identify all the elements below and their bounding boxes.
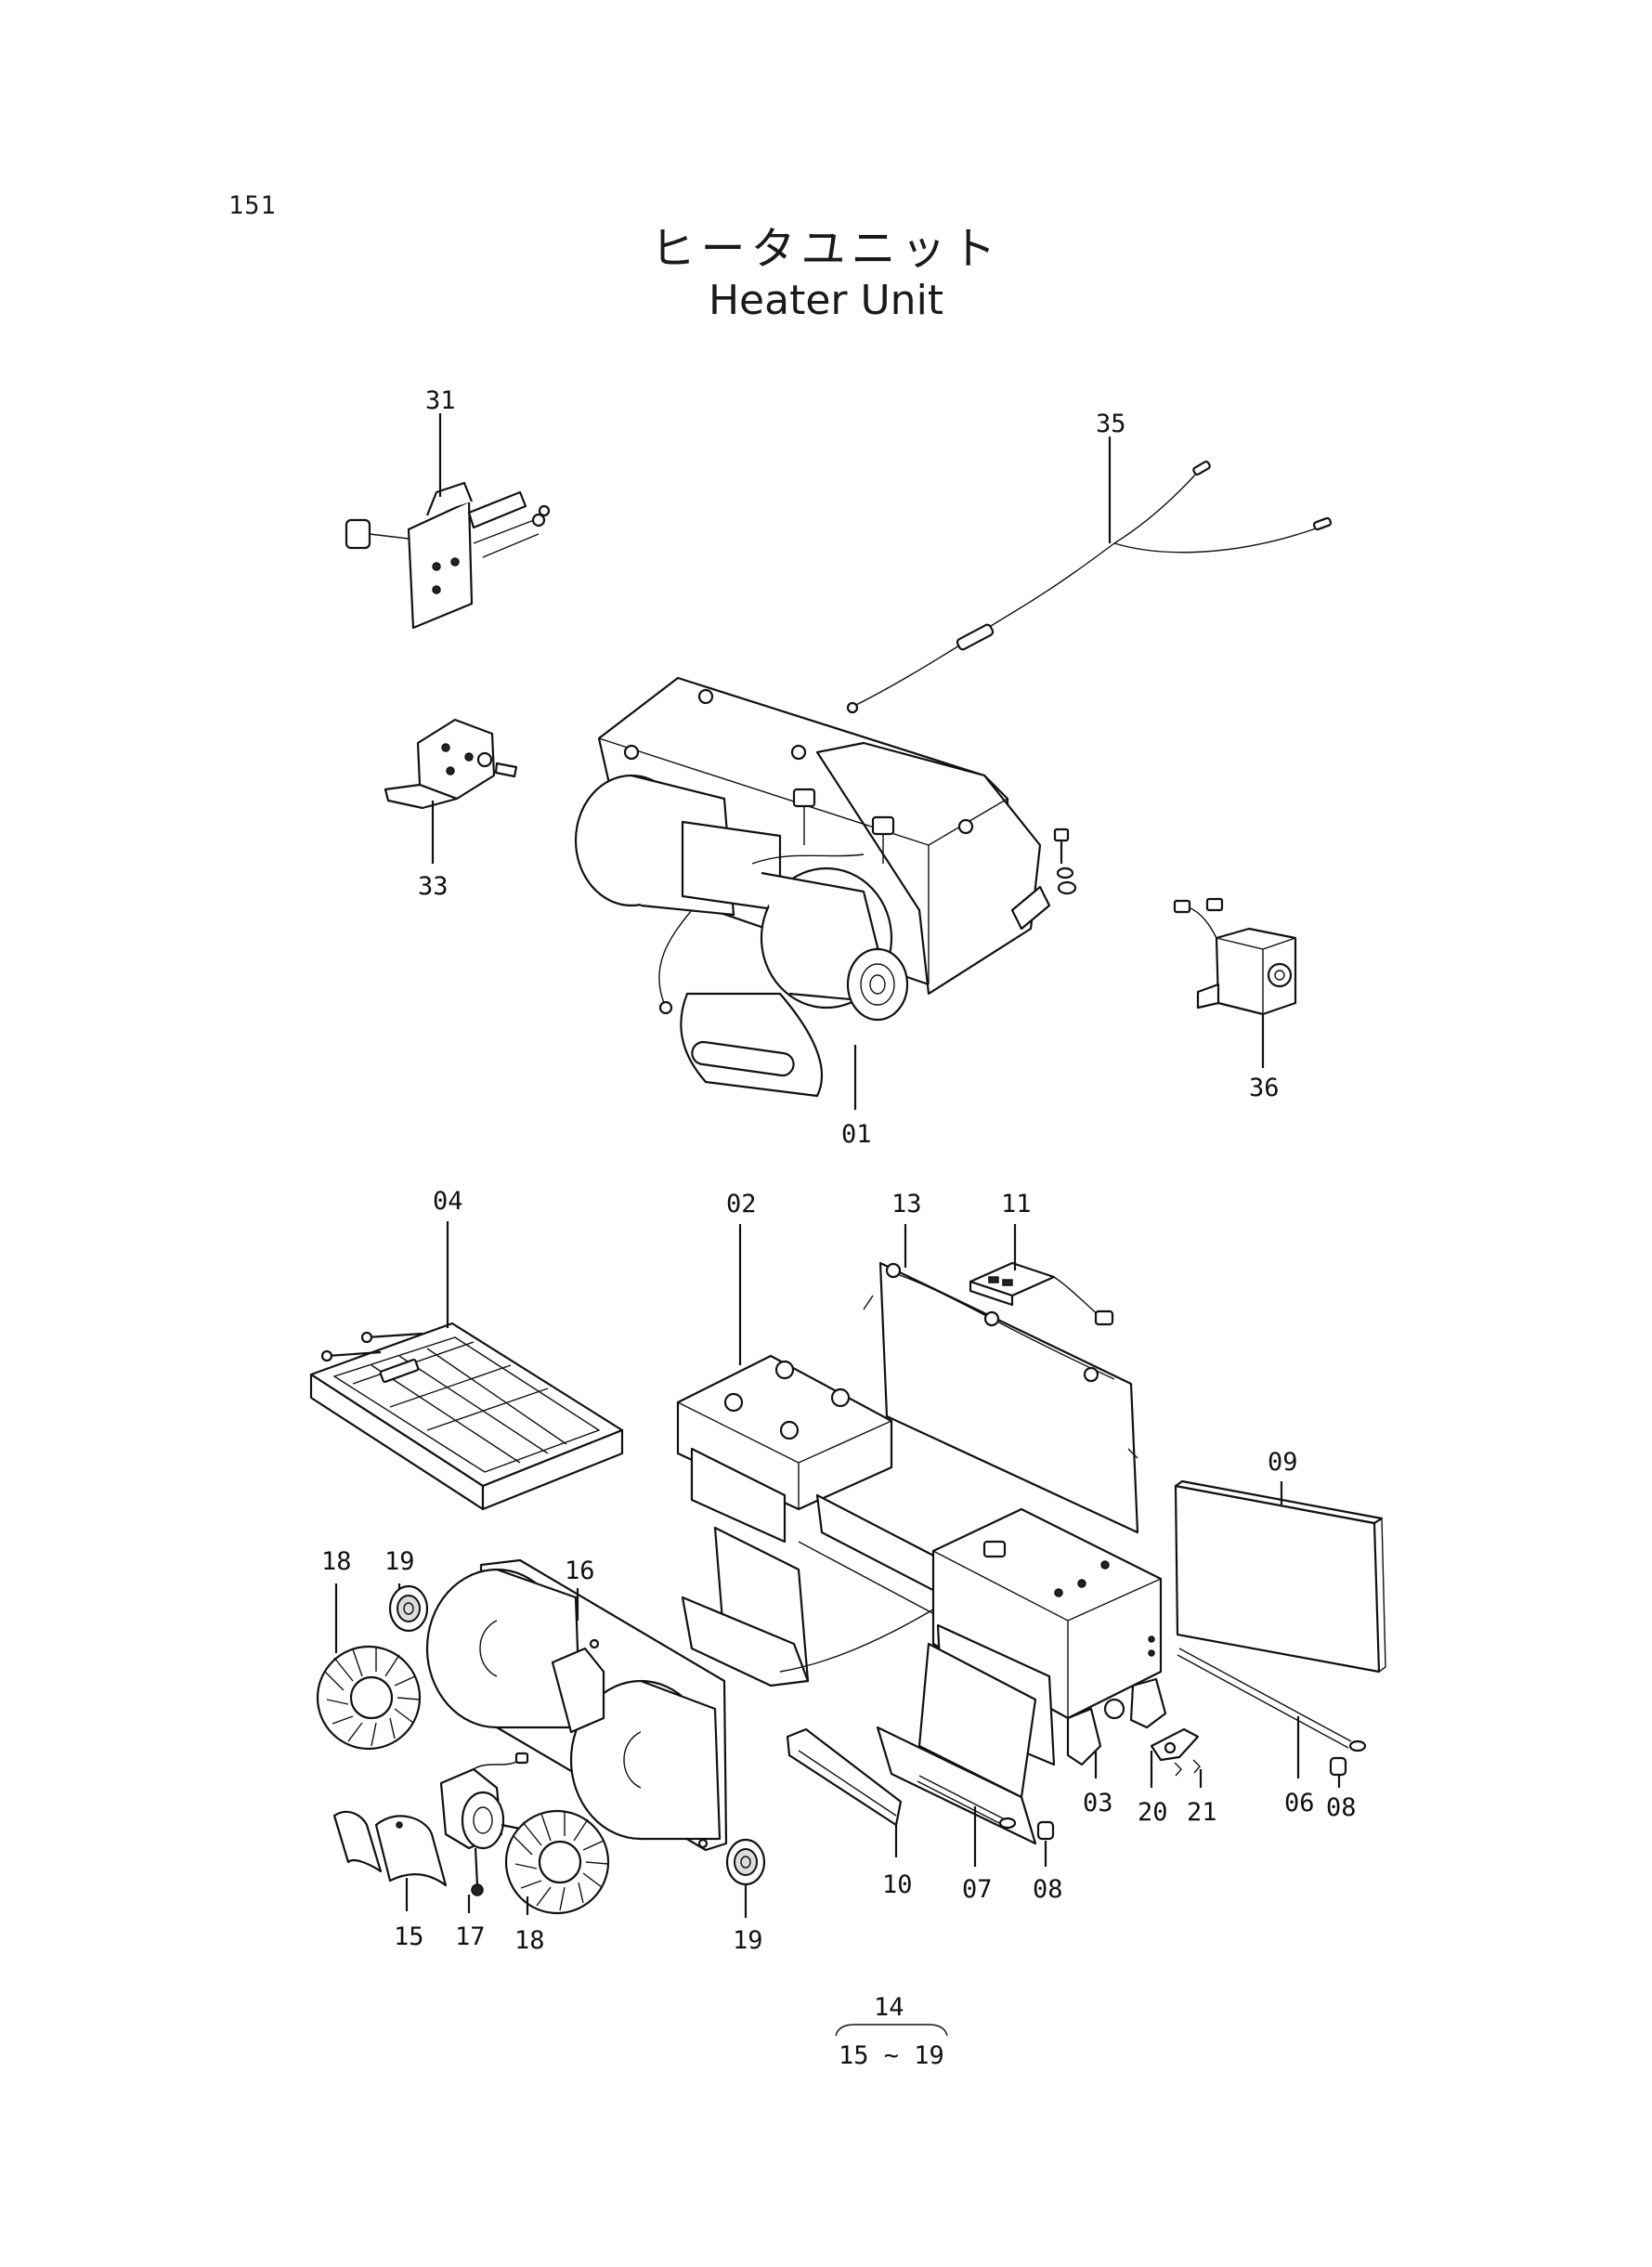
callout-08-center: 08 xyxy=(1033,1875,1063,1904)
part-20-lever xyxy=(1150,1727,1200,1762)
part-10-damper xyxy=(786,1727,903,1827)
callout-06: 06 xyxy=(1284,1789,1315,1818)
part-19-ring-right xyxy=(725,1838,766,1886)
page-title-english: Heater Unit xyxy=(708,277,944,324)
callout-35: 35 xyxy=(1096,410,1126,438)
part-33-mounting-bracket xyxy=(384,718,518,810)
callout-33: 33 xyxy=(418,872,449,901)
assembly-note-range: 15 ~ 19 xyxy=(839,2041,944,2070)
callout-04: 04 xyxy=(433,1187,463,1216)
part-04-heater-core xyxy=(309,1322,624,1511)
part-17-blower-motor xyxy=(439,1752,529,1896)
part-31-bracket xyxy=(345,481,551,630)
part-08-knob-right xyxy=(1329,1756,1347,1777)
callout-18-center: 18 xyxy=(514,1926,545,1955)
part-15-clamp-bands xyxy=(332,1810,448,1887)
callout-15: 15 xyxy=(394,1922,424,1951)
part-01-bolt-washers xyxy=(1053,827,1077,895)
callout-19-left: 19 xyxy=(384,1547,415,1576)
callout-07: 07 xyxy=(962,1875,993,1904)
assembly-note-parent: 14 xyxy=(874,1993,904,2022)
page-title-japanese: ヒータユニット xyxy=(650,223,1002,275)
callout-19-right: 19 xyxy=(733,1926,763,1955)
part-01-heater-unit-assembly xyxy=(574,676,1051,1098)
part-21-clips xyxy=(1174,1759,1201,1777)
callout-11: 11 xyxy=(1001,1190,1032,1218)
callout-10: 10 xyxy=(882,1870,913,1899)
part-36-relay xyxy=(1173,897,1297,1016)
callout-36: 36 xyxy=(1249,1074,1280,1102)
part-06-rod xyxy=(1177,1648,1367,1752)
assembly-note-brace xyxy=(835,2024,948,2037)
part-16-blower-housing xyxy=(425,1558,728,1852)
callout-18-left: 18 xyxy=(321,1547,352,1576)
part-35-wire-harness xyxy=(846,461,1333,714)
callout-02: 02 xyxy=(726,1190,757,1218)
callout-08-right: 08 xyxy=(1326,1793,1357,1822)
part-13-cover-panel xyxy=(863,1261,1139,1534)
part-07-rod xyxy=(917,1775,1017,1830)
callout-17: 17 xyxy=(455,1922,486,1951)
part-18-fan-wheel-center xyxy=(504,1809,610,1915)
callout-20: 20 xyxy=(1138,1798,1168,1827)
callout-09: 09 xyxy=(1268,1448,1298,1477)
part-19-ring-left xyxy=(388,1584,429,1633)
part-02-upper-case xyxy=(676,1354,949,1687)
part-08-knob-center xyxy=(1036,1820,1055,1841)
callout-21: 21 xyxy=(1187,1798,1217,1827)
callout-03: 03 xyxy=(1083,1789,1113,1818)
part-11-switch xyxy=(969,1261,1114,1326)
page-number: 151 xyxy=(228,191,277,220)
part-09-filter xyxy=(1174,1479,1386,1674)
part-18-fan-wheel-left xyxy=(316,1645,422,1751)
callout-01: 01 xyxy=(841,1120,872,1149)
callout-13: 13 xyxy=(891,1190,922,1218)
callout-31: 31 xyxy=(425,386,456,415)
callout-16: 16 xyxy=(565,1557,595,1585)
